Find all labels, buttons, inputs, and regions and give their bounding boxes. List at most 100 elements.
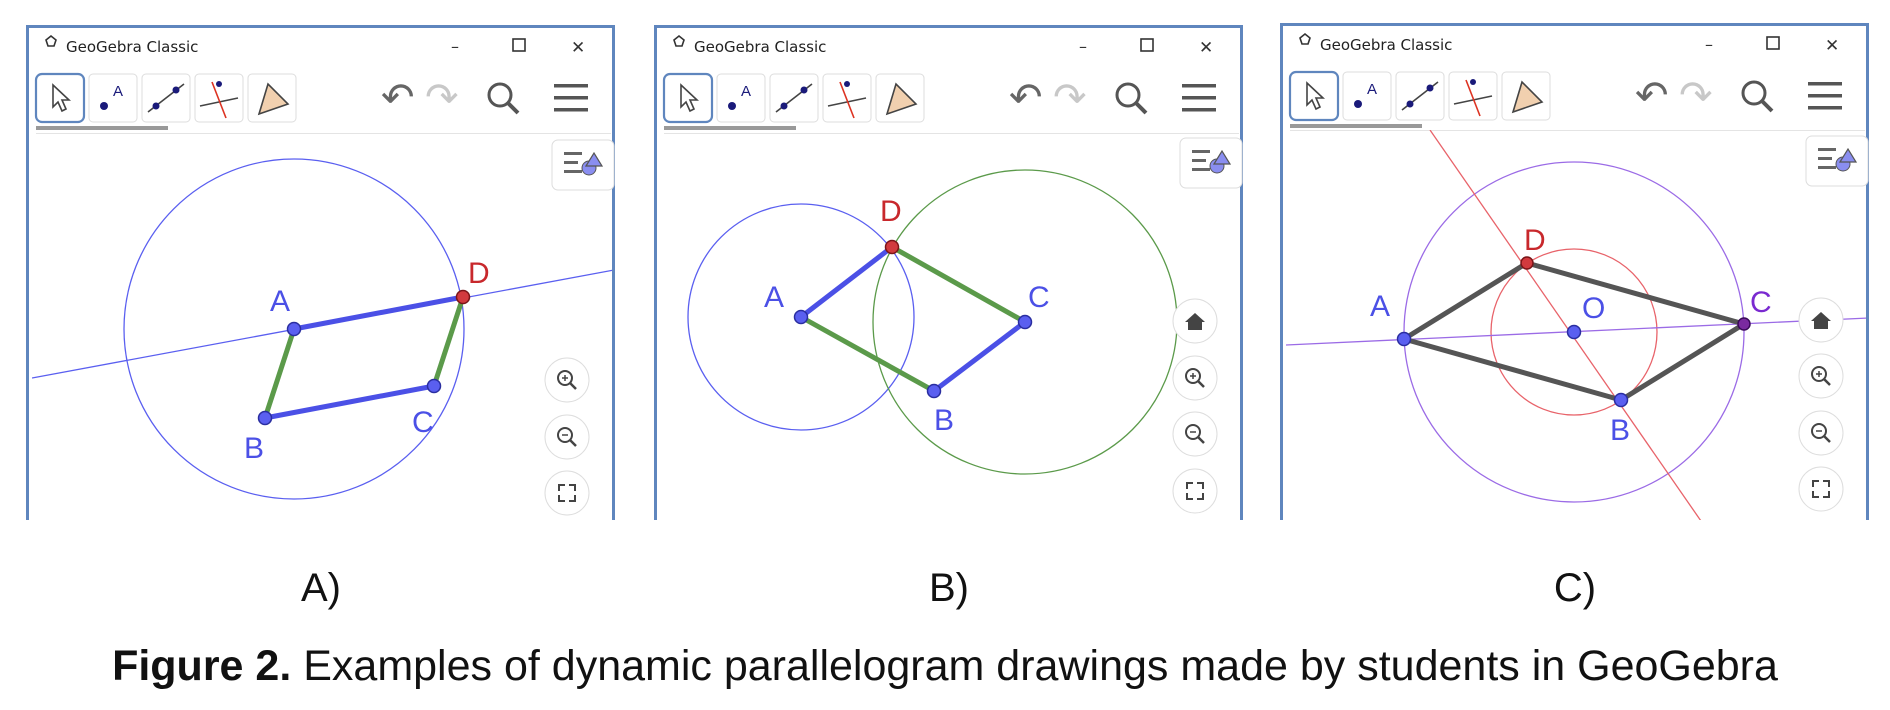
panel-label-c: C) — [1553, 566, 1597, 610]
undo-icon[interactable]: ↶ — [1635, 73, 1669, 119]
point-d[interactable] — [1520, 256, 1534, 270]
label-c: C — [1750, 286, 1772, 319]
redo-icon[interactable]: ↷ — [1053, 75, 1087, 121]
point-c[interactable] — [426, 378, 442, 394]
geogebra-logo-icon — [673, 34, 685, 47]
circle-a — [687, 203, 915, 431]
segment-ad — [799, 245, 894, 319]
window-title: GeoGebra Classic — [1320, 36, 1452, 54]
redo-icon[interactable]: ↷ — [425, 75, 459, 121]
menu-icon[interactable] — [1182, 84, 1216, 112]
point-a[interactable] — [793, 309, 809, 325]
panel-label-b: B) — [929, 566, 969, 610]
graphics-view[interactable] — [687, 169, 1178, 475]
point-c[interactable] — [1737, 317, 1751, 331]
label-c: C — [412, 406, 434, 439]
label-d: D — [1524, 224, 1546, 257]
close-button[interactable]: ✕ — [1825, 36, 1839, 56]
line-icon — [775, 83, 813, 113]
window-title: GeoGebra Classic — [66, 38, 198, 56]
window-title: GeoGebra Classic — [694, 38, 826, 56]
point-letter-glyph: A — [113, 83, 123, 100]
label-b: B — [1610, 414, 1630, 447]
label-c: C — [1028, 281, 1050, 314]
toolbar-scroll-indicator — [1290, 124, 1422, 128]
panel-label-a: A) — [301, 566, 341, 610]
close-button[interactable]: ✕ — [571, 38, 585, 58]
caption-label: Figure 2. — [112, 642, 292, 690]
fullscreen-button[interactable] — [1172, 468, 1218, 514]
algebra-toggle-icon — [1818, 147, 1858, 172]
point-icon — [728, 102, 736, 110]
minimize-button[interactable]: – — [1079, 37, 1087, 56]
fullscreen-button[interactable] — [1798, 466, 1844, 512]
cursor-arrow-icon — [52, 83, 72, 113]
minimize-button[interactable]: – — [451, 37, 459, 56]
search-icon[interactable] — [1741, 80, 1774, 113]
zoom-out-button[interactable] — [1172, 411, 1218, 457]
circle-a — [123, 158, 465, 500]
figure-caption: Figure 2. Examples of dynamic parallelog… — [0, 642, 1890, 691]
zoom-in-button[interactable] — [544, 357, 590, 403]
zoom-in-button[interactable] — [1172, 355, 1218, 401]
geogebra-logo-icon — [1299, 32, 1311, 45]
segment-ab — [799, 314, 936, 394]
title-bar: GeoGebra Classic – ✕ — [45, 34, 585, 58]
home-button[interactable] — [1172, 298, 1218, 344]
point-b[interactable] — [926, 383, 942, 399]
perpendicular-line-icon — [827, 81, 867, 119]
polygon-icon — [1511, 80, 1544, 114]
point-b[interactable] — [1613, 392, 1629, 408]
point-icon — [100, 102, 108, 110]
zoom-out-button[interactable] — [1798, 410, 1844, 456]
point-o[interactable] — [1566, 324, 1582, 340]
segment-ab — [262, 328, 297, 419]
cursor-arrow-icon — [1306, 81, 1326, 111]
point-b[interactable] — [257, 410, 273, 426]
menu-icon[interactable] — [554, 84, 588, 112]
algebra-toggle-icon — [564, 151, 604, 176]
minimize-button[interactable]: – — [1705, 35, 1713, 54]
point-a[interactable] — [286, 321, 302, 337]
point-letter-glyph: A — [1367, 81, 1377, 98]
point-a[interactable] — [1396, 331, 1412, 347]
polygon-icon — [885, 82, 918, 116]
search-icon[interactable] — [1115, 82, 1148, 115]
label-d: D — [468, 257, 490, 290]
undo-icon[interactable]: ↶ — [1009, 75, 1043, 121]
label-o: O — [1582, 292, 1605, 325]
point-c[interactable] — [1017, 314, 1033, 330]
label-d: D — [880, 195, 902, 228]
label-b: B — [244, 432, 264, 465]
zoom-in-button[interactable] — [1798, 353, 1844, 399]
label-b: B — [934, 404, 954, 437]
close-button[interactable]: ✕ — [1199, 38, 1213, 58]
geogebra-window-a: GeoGebra Classic – ✕ A ↶ ↷ — [26, 0, 616, 610]
perpendicular-line-icon — [199, 81, 239, 119]
point-d[interactable] — [884, 239, 900, 255]
geogebra-window-b: GeoGebra Classic – ✕ A ↶ ↷ — [654, 0, 1244, 610]
fullscreen-button[interactable] — [544, 470, 590, 516]
maximize-button[interactable] — [512, 38, 526, 52]
zoom-out-button[interactable] — [544, 414, 590, 460]
perpendicular-line-icon — [1453, 79, 1493, 117]
geogebra-window-c: GeoGebra Classic – ✕ A ↶ ↷ — [1280, 0, 1870, 610]
maximize-button[interactable] — [1766, 36, 1780, 50]
menu-icon[interactable] — [1808, 82, 1842, 110]
point-tool-button[interactable] — [716, 73, 766, 123]
toolbar: A ↶ ↷ — [34, 72, 611, 134]
graphics-view[interactable] — [32, 158, 614, 500]
point-d[interactable] — [455, 289, 471, 305]
geogebra-logo-icon — [45, 34, 57, 47]
point-tool-button[interactable] — [1342, 71, 1392, 121]
label-a: A — [270, 285, 290, 318]
undo-icon[interactable]: ↶ — [381, 75, 415, 121]
search-icon[interactable] — [487, 82, 520, 115]
toolbar-scroll-indicator — [664, 126, 796, 130]
home-button[interactable] — [1798, 297, 1844, 343]
point-tool-button[interactable] — [88, 73, 138, 123]
cursor-arrow-icon — [680, 83, 700, 113]
label-a: A — [764, 281, 784, 314]
maximize-button[interactable] — [1140, 38, 1154, 52]
redo-icon[interactable]: ↷ — [1679, 73, 1713, 119]
